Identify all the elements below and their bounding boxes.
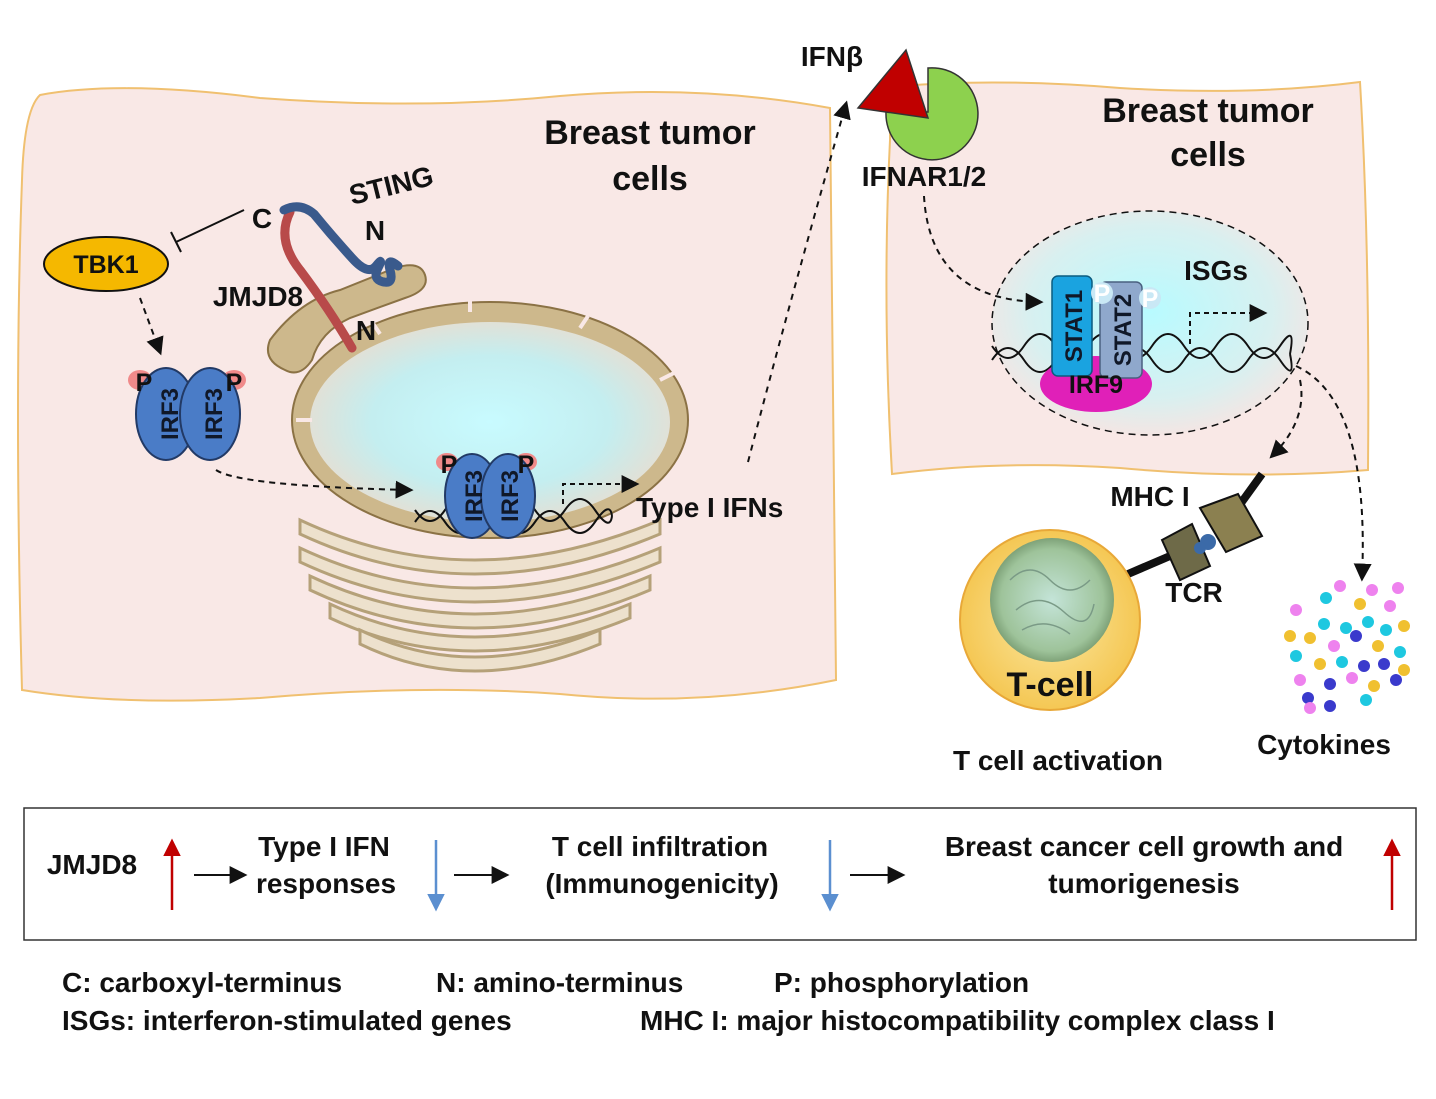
irf3-to-nucleus-arrow xyxy=(215,469,414,499)
summary-ifn-line1: Type I IFN xyxy=(258,831,390,862)
jmjd8-label: JMJD8 xyxy=(213,281,303,312)
er-membrane-arm xyxy=(266,264,427,374)
nuclear-pores xyxy=(296,300,677,422)
ifnb-ligand xyxy=(856,48,930,119)
summary-jmjd8: JMJD8 xyxy=(47,849,137,880)
phospho-label-left: P xyxy=(136,369,153,397)
legend-c: C: carboxyl-terminus xyxy=(62,967,342,998)
cytokine-dots xyxy=(1284,580,1410,714)
transcription-arrow-left xyxy=(562,475,640,504)
ifnar-label: IFNAR1/2 xyxy=(862,161,986,192)
right-nucleus-dna xyxy=(991,333,1293,373)
sting-c-terminus-label: C xyxy=(252,203,272,234)
nuclear-irf3-dimer: IRF3 IRF3 P P xyxy=(436,451,537,539)
tbk1-label: TBK1 xyxy=(73,251,138,279)
legend-mhc: MHC I: major histocompatibility complex … xyxy=(640,1005,1275,1036)
legend-p: P: phosphorylation xyxy=(774,967,1029,998)
left-nucleus xyxy=(310,322,670,522)
right-cell-title-line2: cells xyxy=(1170,136,1246,174)
type-i-ifns-label: Type I IFNs xyxy=(636,492,783,523)
tcr-label: TCR xyxy=(1165,577,1223,608)
summary-box xyxy=(23,807,1417,941)
sting-protein xyxy=(279,202,403,287)
isgs-label: ISGs xyxy=(1184,255,1248,286)
nuclear-irf3-label-left: IRF3 xyxy=(461,470,488,522)
legend-n: N: amino-terminus xyxy=(436,967,683,998)
ifnar-receptor xyxy=(885,67,979,161)
stat2-label: STAT2 xyxy=(1110,294,1137,366)
nuclear-irf3-label-right: IRF3 xyxy=(497,470,524,522)
jmjd8-n-terminus-label: N xyxy=(356,315,376,346)
right-nucleus xyxy=(991,210,1309,436)
summary-growth-line1: Breast cancer cell growth and xyxy=(945,831,1343,862)
chromatin xyxy=(1009,569,1095,635)
irf3-label-left: IRF3 xyxy=(157,388,184,440)
summary-tcell-line2: (Immunogenicity) xyxy=(545,868,778,899)
nuclear-phospho-left: P xyxy=(441,451,458,479)
stat1-phospho-label: P xyxy=(1094,280,1111,308)
summary-ifn-line2: responses xyxy=(256,868,396,899)
summary-growth-line2: tumorigenesis xyxy=(1048,868,1239,899)
tcr-stalk xyxy=(1126,552,1172,578)
nuclear-phospho-right: P xyxy=(518,451,535,479)
right-cell-title-line1: Breast tumor xyxy=(1102,92,1314,130)
t-cell-label: T-cell xyxy=(1007,666,1094,704)
endoplasmic-reticulum xyxy=(298,517,662,673)
irf3-label-right: IRF3 xyxy=(201,388,228,440)
stat2-protein xyxy=(1099,281,1143,379)
sting-n-terminus-label: N xyxy=(365,215,385,246)
stat1-label: STAT1 xyxy=(1061,290,1088,362)
inhibition-line xyxy=(175,209,245,243)
tbk1-to-irf3-arrow xyxy=(139,297,164,356)
cytoplasmic-irf3-dimer: IRF3 IRF3 P P xyxy=(128,367,246,461)
isg-to-cytokines-arrow xyxy=(1295,365,1372,582)
cytokines-label: Cytokines xyxy=(1257,729,1391,760)
irf9-label: IRF9 xyxy=(1069,371,1123,399)
stat2-phospho-label: P xyxy=(1142,285,1159,313)
summary-tcell-line1: T cell infiltration xyxy=(552,831,768,862)
jmjd8-protein xyxy=(280,207,357,353)
stat1-protein xyxy=(1051,275,1093,377)
t-cell-activation-label: T cell activation xyxy=(953,745,1163,776)
mhc-label: MHC I xyxy=(1110,481,1189,512)
mhc-i-molecule xyxy=(1198,492,1264,554)
isg-transcription-arrow xyxy=(1189,304,1268,344)
t-cell-nucleus xyxy=(990,538,1114,662)
legend-isgs: ISGs: interferon-stimulated genes xyxy=(62,1005,512,1036)
ifn-secretion-arrow xyxy=(747,100,851,463)
tcr-receptor xyxy=(1160,522,1212,582)
ifnb-label: IFNβ xyxy=(801,41,863,72)
inhibition-bar xyxy=(170,231,182,253)
tbk1-protein xyxy=(43,236,169,292)
left-cell-title-line1: Breast tumor xyxy=(544,114,756,152)
ifnar-to-stat-arrow xyxy=(923,195,1044,311)
phospho-label-right: P xyxy=(226,369,243,397)
left-cell-title-line2: cells xyxy=(612,160,688,198)
